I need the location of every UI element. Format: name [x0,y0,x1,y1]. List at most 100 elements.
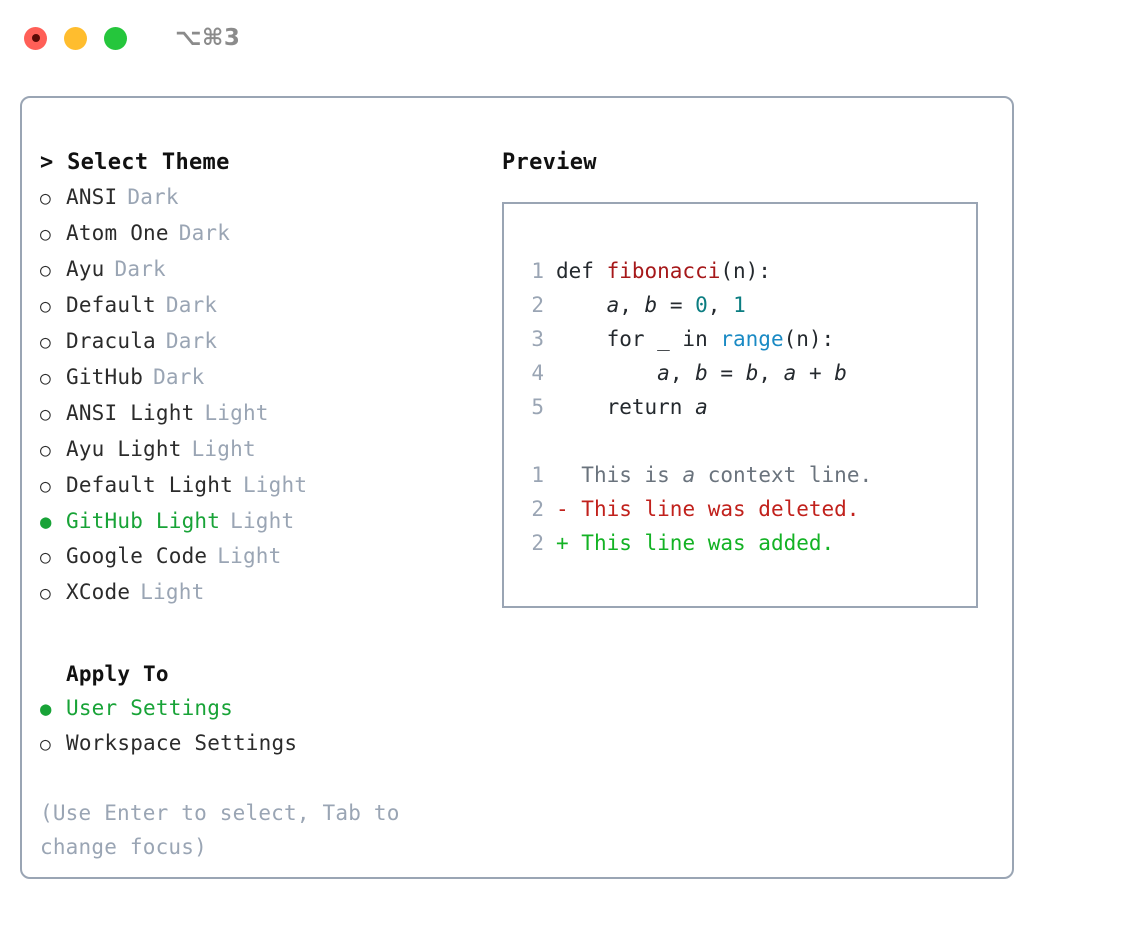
radio-unselected-icon[interactable]: ○ [40,404,52,425]
diff-text-part: This line was added. [581,531,835,555]
theme-variant-badge: Light [230,509,295,533]
code-token: , [707,293,734,317]
code-token [556,361,657,385]
radio-unselected-icon[interactable]: ○ [40,440,52,461]
code-token: return [556,395,696,419]
code-token [556,293,607,317]
radio-unselected-icon[interactable]: ○ [40,547,52,568]
diff-text-part: context line. [695,463,873,487]
theme-variant-badge: Dark [165,293,218,317]
code-line: 1 def fibonacci(n): [522,254,976,288]
theme-variant-badge: Light [242,473,308,497]
theme-option-label: ANSI Light [66,401,195,425]
code-token: a [695,395,708,419]
theme-option-label: GitHub Light [66,509,221,533]
diff-text-emphasis: a [682,463,696,487]
apply-to-option-label: User Settings [66,696,233,720]
diff-line: 1 This is a context line. [522,458,976,492]
minimize-button-icon[interactable] [64,26,87,50]
line-number: 2 [531,497,544,521]
theme-option-github-light[interactable]: ● GitHub Light Light [40,504,482,539]
code-line: 2 a, b = 0, 1 [522,288,976,322]
preview-label: Preview [502,150,597,175]
radio-unselected-icon[interactable]: ○ [40,368,52,389]
code-token: a [606,293,620,317]
apply-to-option-list: ● User Settings ○Workspace Settings [40,691,482,762]
radio-unselected-icon[interactable]: ○ [40,734,52,755]
code-token: b [745,361,759,385]
close-inner-dot-icon [31,34,40,42]
code-token: b [834,361,847,385]
code-token: def [556,259,607,283]
theme-option-label: Default Light [66,473,233,497]
diff-marker: - [556,497,582,521]
diff-marker: + [556,531,582,555]
title-bar: ⌥⌘3 [0,0,1140,76]
window-title: ⌥⌘3 [175,25,241,51]
apply-to-option-user-settings[interactable]: ● User Settings [40,691,482,726]
line-number: 5 [531,395,544,419]
code-token: b [644,293,658,317]
theme-option-label: Google Code [66,544,208,568]
apply-to-option-workspace-settings[interactable]: ○Workspace Settings [40,726,482,762]
line-number: 4 [531,361,544,385]
code-text: for _ in range(n): [556,322,835,356]
line-number: 2 [531,293,544,317]
theme-option-github[interactable]: ○ GitHub Dark [40,360,482,396]
apply-to-heading: Apply To [66,662,169,686]
radio-unselected-icon[interactable]: ○ [40,224,52,245]
code-line: 5 return a [522,390,976,424]
line-number: 1 [531,463,544,487]
theme-variant-badge: Dark [114,257,166,281]
theme-option-default-light[interactable]: ○ Default Light Light [40,468,482,504]
code-diff-gap [522,424,976,458]
diff-text-part: This line was deleted. [581,497,860,521]
radio-unselected-icon[interactable]: ○ [40,332,52,353]
radio-unselected-icon[interactable]: ○ [40,296,52,317]
code-line: 3 for _ in range(n): [522,322,976,356]
code-token: a [783,361,797,385]
code-token: b [695,361,708,385]
code-token: a [657,361,670,385]
theme-option-label: ANSI [66,185,118,209]
radio-unselected-icon[interactable]: ○ [40,476,52,497]
line-number: 2 [531,531,544,555]
theme-option-label: GitHub [66,365,144,389]
theme-option-ansi-light[interactable]: ○ ANSI Light Light [40,396,482,432]
maximize-button-icon[interactable] [104,26,127,50]
radio-selected-icon[interactable]: ● [40,511,52,533]
code-token: range [720,327,784,351]
diff-line: 2- This line was deleted. [522,492,976,526]
page-title: > Select Theme [40,150,230,175]
line-number: 3 [531,327,544,351]
line-number: 1 [531,259,544,283]
radio-unselected-icon[interactable]: ○ [40,583,52,604]
radio-selected-icon[interactable]: ● [40,698,52,720]
radio-unselected-icon[interactable]: ○ [40,260,52,281]
radio-unselected-icon[interactable]: ○ [40,188,52,209]
diff-line: 2 + This line was added. [522,526,976,560]
code-text: def fibonacci(n): [556,254,771,288]
theme-variant-badge: Dark [153,365,205,389]
code-text: a, b = b, a + b [556,356,847,390]
hint-gap [40,762,482,796]
close-button-icon[interactable] [24,26,47,50]
code-token: + [796,361,835,385]
code-token: 1 [733,293,746,317]
theme-variant-badge: Light [204,401,269,425]
keyboard-hint: (Use Enter to select, Tab to change focu… [40,801,400,859]
code-token: = [707,361,746,385]
